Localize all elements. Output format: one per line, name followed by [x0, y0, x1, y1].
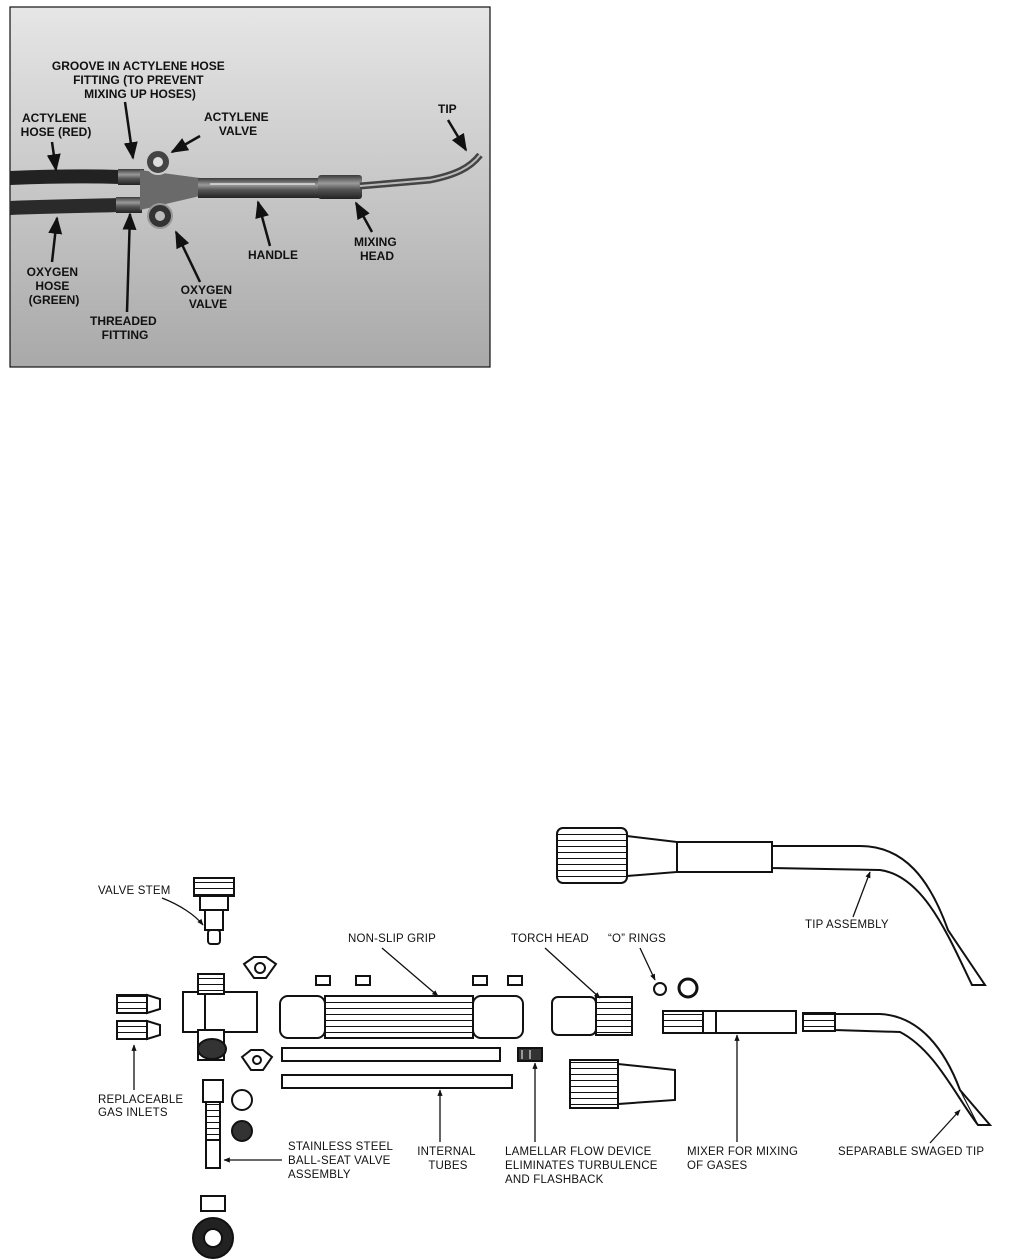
separable-swaged-tip — [802, 1012, 993, 1126]
screws — [315, 975, 523, 986]
washer-solid — [231, 1120, 253, 1142]
washer-ring — [231, 1089, 253, 1111]
label-torch-head: TORCH HEAD — [511, 933, 589, 945]
svg-text:ACTYLENE HOSE (RED): ACTYLENE HOSE (RED) — [21, 111, 92, 139]
svg-text:ACTYLENE VALVE: ACTYLENE VALVE — [204, 110, 272, 138]
photo-label-acetylene-hose: ACTYLENE HOSE (RED) — [21, 111, 92, 139]
arrow-tip-assembly — [852, 871, 871, 918]
svg-text:GROOVE IN ACTYLENE HOSE: GROOVE IN ACTYLENE HOSE FITTING (TO PREV… — [52, 59, 228, 101]
photo-arrow-tip — [446, 119, 468, 152]
lamellar-flow-device — [517, 1047, 543, 1062]
photo-label-oxygen-hose: OXYGEN HOSE (GREEN) — [27, 265, 82, 307]
label-tip-assembly: TIP ASSEMBLY — [805, 919, 889, 931]
svg-text:STAINLESS STEEL BALL-SEA: STAINLESS STEEL BALL-SEAT VALVE ASSEMBLY — [288, 1141, 396, 1181]
arrow-separable-swaged-tip — [929, 1109, 961, 1144]
photo-arrow-threaded-fitting — [122, 212, 137, 313]
hex-nut-upper — [242, 956, 278, 979]
arrow-o-rings — [639, 947, 656, 981]
arrow-torch-head — [544, 947, 601, 999]
label-separable-swaged-tip: SEPARABLE SWAGED TIP — [838, 1146, 984, 1158]
svg-text:MIXING HEAD: MIXING HEAD — [354, 235, 400, 263]
label-lamellar-flow-device: LAMELLAR FLOW DEVICE ELIMINATES TURBULEN… — [505, 1146, 661, 1186]
mixer — [662, 1010, 797, 1034]
tip-assembly — [556, 827, 987, 986]
svg-text:LAMELLAR FLOW DEVICE ELI: LAMELLAR FLOW DEVICE ELIMINATES TURBULEN… — [505, 1146, 661, 1186]
photo-arrow-oxygen-valve — [174, 230, 202, 283]
label-ball-seat-valve: STAINLESS STEEL BALL-SEAT VALVE ASSEMBLY — [288, 1141, 396, 1181]
gas-inlet-lower — [116, 1019, 161, 1041]
o-ring-small — [653, 982, 667, 996]
photo-arrow-mixing-head — [354, 201, 374, 233]
arrow-non-slip-grip — [381, 947, 439, 997]
label-replaceable-gas-inlets: REPLACEABLE GAS INLETS — [98, 1094, 187, 1119]
torch-head — [551, 996, 633, 1036]
photo-label-groove: GROOVE IN ACTYLENE HOSE FITTING (TO PREV… — [52, 59, 228, 101]
ball-seat-valve — [202, 1079, 224, 1169]
svg-text:MIXER FOR MIXING OF GASE: MIXER FOR MIXING OF GASES — [687, 1146, 802, 1172]
gas-inlet-upper — [116, 993, 161, 1015]
label-internal-tubes: INTERNAL TUBES — [417, 1146, 478, 1172]
photo-label-mixing-head: MIXING HEAD — [354, 235, 400, 263]
svg-text:REPLACEABLE GAS INLETS: REPLACEABLE GAS INLETS — [98, 1094, 187, 1119]
torch-head-lower — [569, 1059, 676, 1109]
label-valve-stem: VALVE STEM — [98, 885, 171, 897]
photo-arrow-handle — [255, 200, 272, 247]
photo-arrow-oxygen-hose — [48, 216, 63, 263]
svg-text:OXYGEN VALVE: OXYGEN VALVE — [181, 283, 236, 311]
o-ring-large — [677, 977, 699, 999]
hex-nut-lower — [240, 1049, 274, 1071]
valve-seat — [200, 1195, 226, 1212]
svg-text:INTERNAL TUBES: INTERNAL TUBES — [417, 1146, 478, 1172]
svg-text:OXYGEN HOSE (GREEN: OXYGEN HOSE (GREEN) — [27, 265, 82, 307]
internal-tubes — [281, 1047, 513, 1089]
photo-label-acetylene-valve: ACTYLENE VALVE — [204, 110, 272, 138]
label-o-rings: “O” RINGS — [608, 933, 666, 945]
label-non-slip-grip: NON-SLIP GRIP — [348, 933, 436, 945]
torch-photo — [9, 6, 491, 368]
non-slip-grip — [279, 995, 524, 1039]
svg-text:THREADED FITTING: THREADED FITTING — [90, 314, 160, 342]
oxygen-knob — [192, 1217, 234, 1259]
photo-arrow-acetylene-valve — [170, 134, 201, 154]
arrow-valve-stem — [161, 897, 204, 926]
photo-label-tip: TIP — [438, 102, 457, 116]
label-mixer: MIXER FOR MIXING OF GASES — [687, 1146, 802, 1172]
valve-body — [182, 973, 258, 1061]
photo-label-handle: HANDLE — [248, 248, 298, 262]
photo-label-oxygen-valve: OXYGEN VALVE — [181, 283, 236, 311]
photo-arrow-groove — [123, 101, 138, 160]
photo-label-threaded-fitting: THREADED FITTING — [90, 314, 160, 342]
valve-stem — [193, 877, 235, 945]
photo-arrow-acetylene-hose — [46, 141, 61, 172]
